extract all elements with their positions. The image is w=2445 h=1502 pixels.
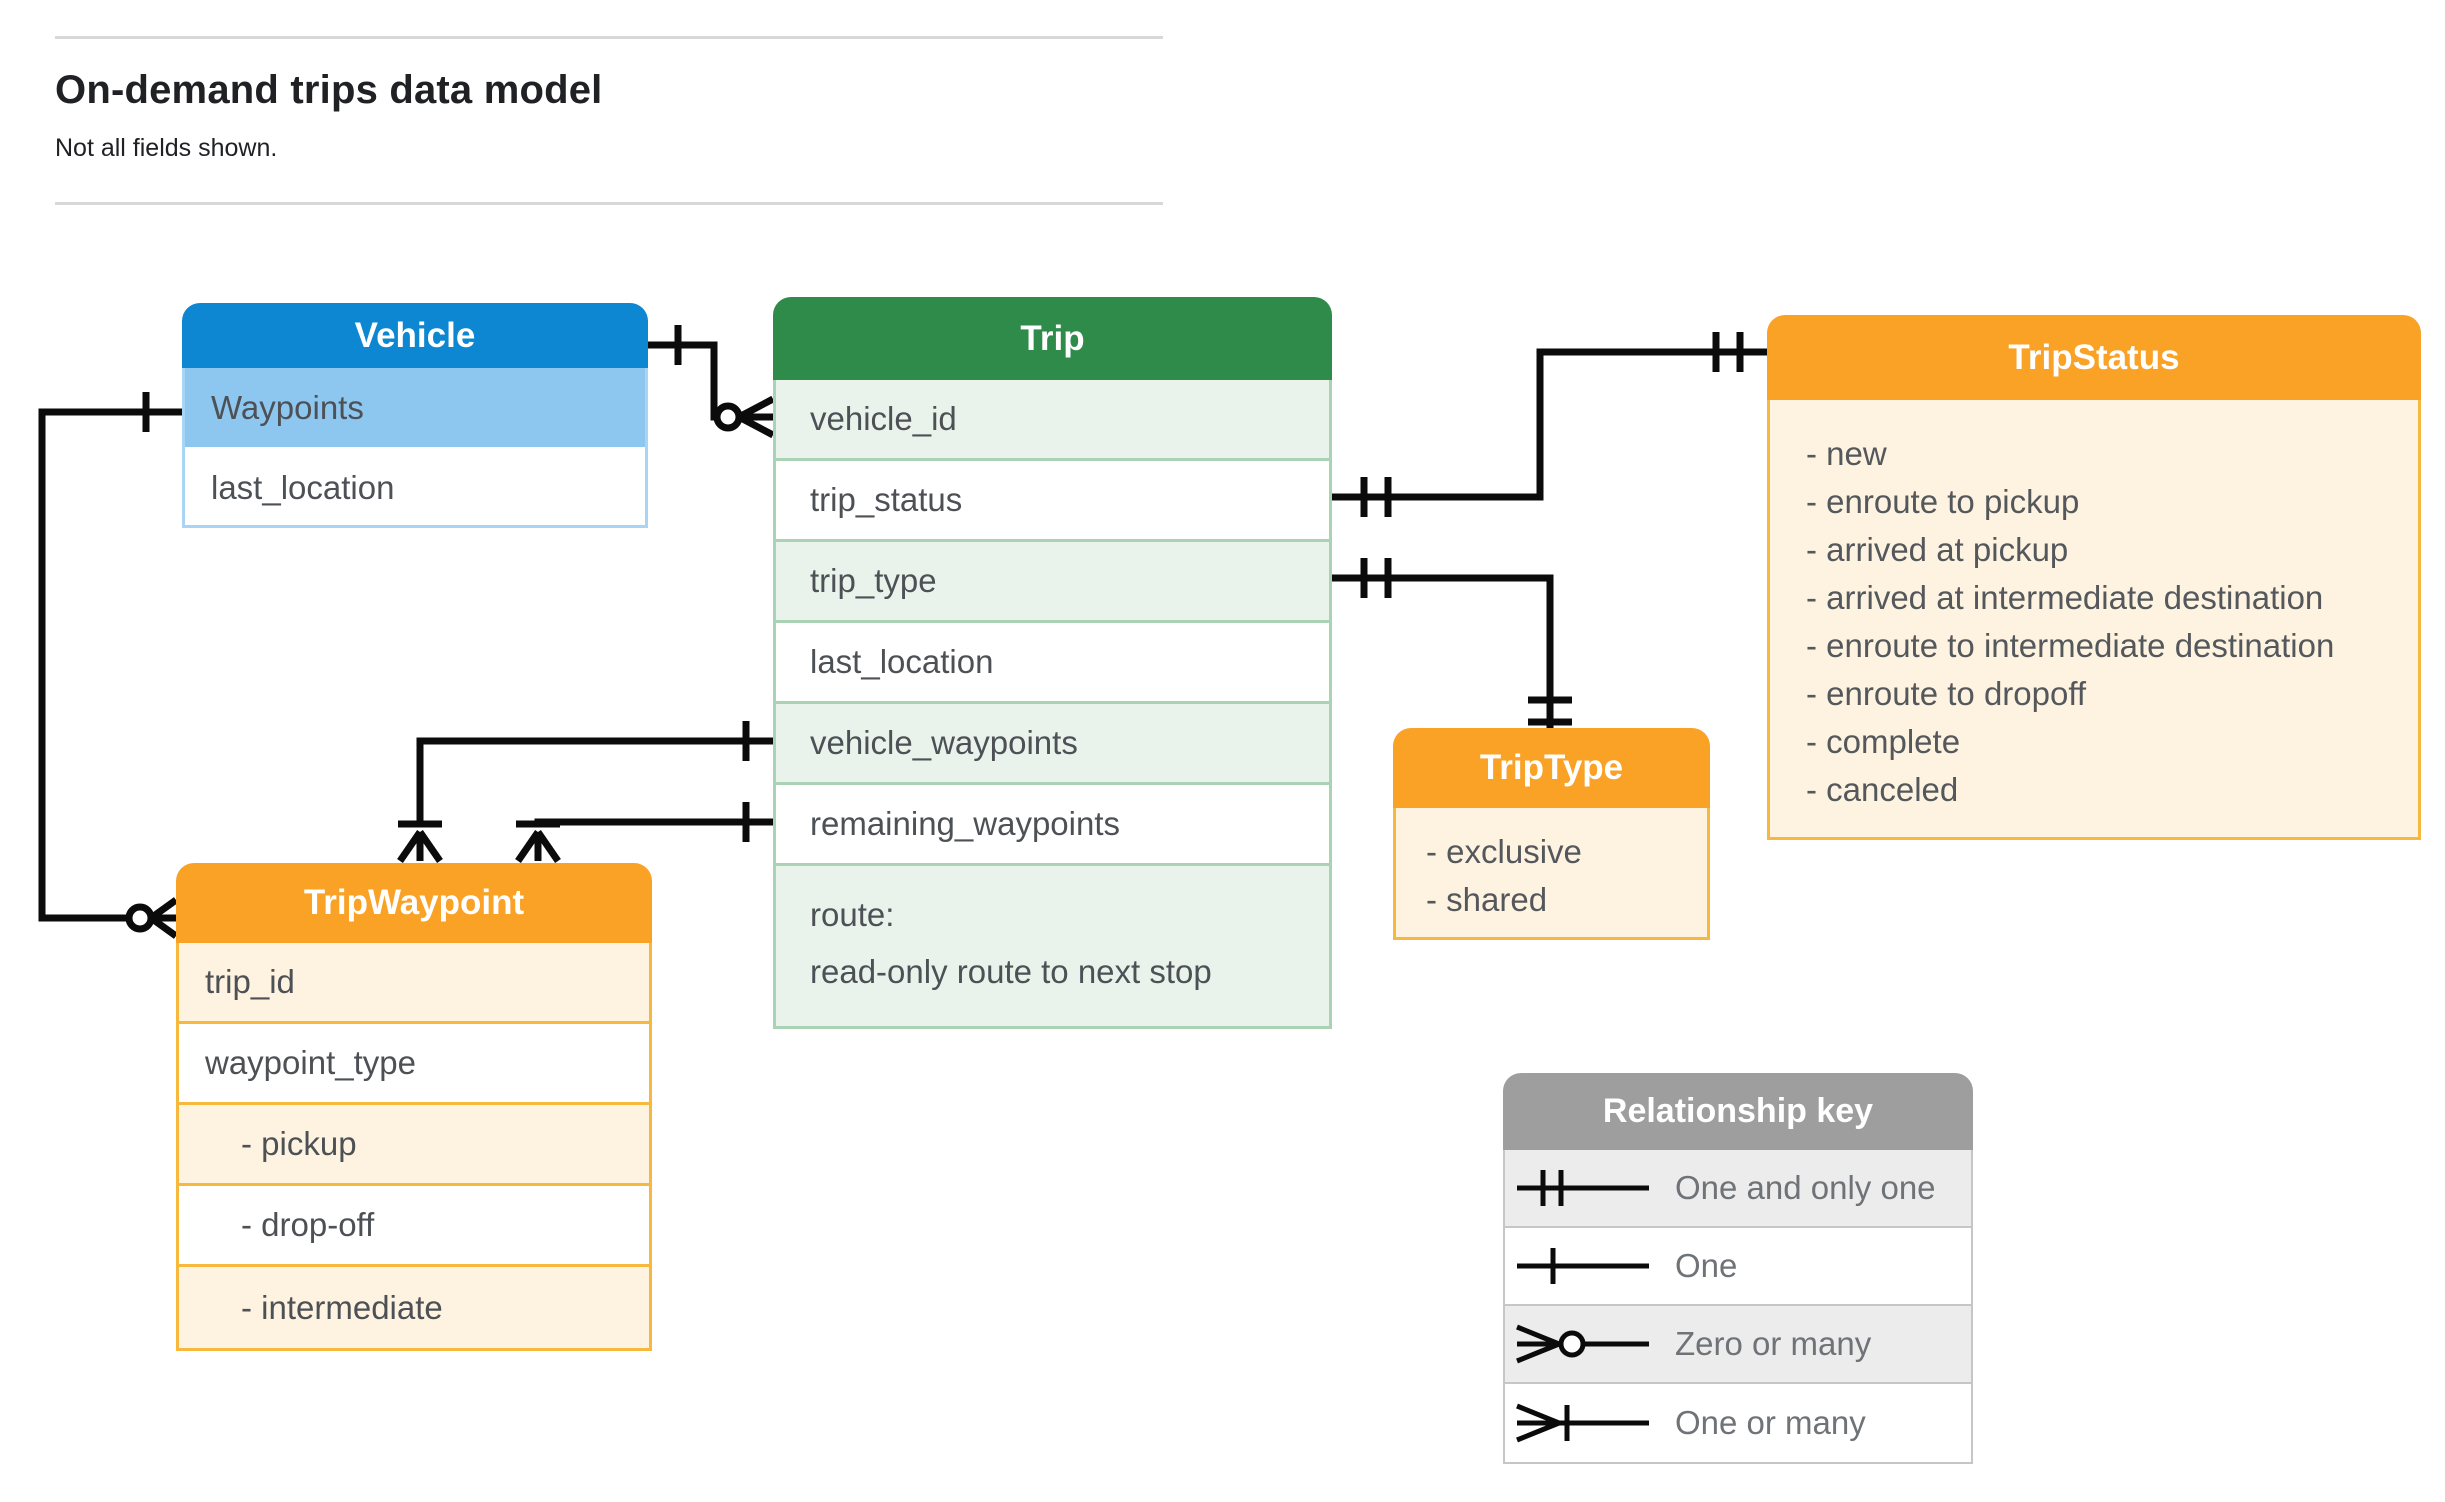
enum-item: - enroute to intermediate destination: [1806, 627, 2335, 664]
connector-trip-type-triptype: [1332, 558, 1572, 728]
field-label: route:: [810, 896, 895, 933]
enum-item: - enroute to pickup: [1806, 483, 2080, 520]
relationship-key-header: Relationship key: [1503, 1073, 1973, 1150]
entity-tripwaypoint-header: TripWaypoint: [176, 863, 652, 943]
legend-label: One or many: [1675, 1404, 1866, 1441]
field-row-intermediate: - intermediate: [179, 1267, 649, 1348]
entity-tripwaypoint-body: trip_id waypoint_type - pickup - drop-of…: [176, 943, 652, 1351]
connector-remaining-waypoints-tripwaypoint: [515, 802, 773, 863]
zero-or-many-icon: [713, 402, 743, 432]
field-description: read-only route to next stop: [810, 953, 1212, 990]
enum-item: - exclusive: [1426, 833, 1582, 870]
field-row-waypoints: Waypoints: [185, 368, 645, 450]
entity-vehicle-body: Waypoints last_location: [182, 368, 648, 528]
field-label: trip_id: [205, 963, 295, 1000]
legend-label: One: [1675, 1247, 1738, 1284]
field-label: Waypoints: [211, 388, 364, 426]
enum-item: - arrived at intermediate destination: [1806, 579, 2324, 616]
entity-trip-body: vehicle_id trip_status trip_type last_lo…: [773, 380, 1332, 1029]
one-or-many-icon: [1516, 1403, 1649, 1443]
enum-item: - new: [1806, 435, 1887, 472]
entity-triptype-body: - exclusive - shared: [1393, 808, 1710, 940]
field-label: - pickup: [241, 1125, 357, 1162]
legend-row-one-or-many: One or many: [1505, 1384, 1971, 1462]
connector-vehicle-waypoints-field-tripwaypoint: [397, 721, 773, 863]
entity-vehicle: Vehicle Waypoints last_location: [182, 303, 648, 528]
legend-row-one: One: [1505, 1228, 1971, 1306]
top-divider: [55, 36, 1163, 39]
entity-trip: Trip vehicle_id trip_status trip_type la…: [773, 297, 1332, 1029]
legend-label: One and only one: [1675, 1169, 1936, 1206]
field-label: remaining_waypoints: [810, 805, 1121, 842]
connector-trip-status-tripstatus: [1332, 332, 1767, 517]
enum-item: - enroute to dropoff: [1806, 675, 2087, 712]
field-row-pickup: - pickup: [179, 1105, 649, 1186]
enum-item: - canceled: [1806, 771, 1959, 808]
entity-triptype: TripType - exclusive - shared: [1393, 728, 1710, 940]
legend-row-zero-or-many: Zero or many: [1505, 1306, 1971, 1384]
field-label: - drop-off: [241, 1206, 375, 1243]
field-row-last-location: last_location: [776, 623, 1329, 704]
field-label: waypoint_type: [205, 1044, 416, 1081]
one-icon: [1517, 1248, 1649, 1284]
field-row-vehicle-id: vehicle_id: [776, 380, 1329, 461]
enum-item: - arrived at pickup: [1806, 531, 2069, 568]
connector-vehicle-waypoints-tripwaypoint: [38, 392, 182, 939]
field-row-trip-status: trip_status: [776, 461, 1329, 542]
enum-item: - shared: [1426, 881, 1548, 918]
zero-or-many-icon: [125, 903, 155, 933]
field-row-remaining-waypoints: remaining_waypoints: [776, 785, 1329, 866]
field-label: trip_status: [810, 481, 963, 518]
field-row-trip-type: trip_type: [776, 542, 1329, 623]
field-row-last-location: last_location: [185, 450, 645, 525]
entity-triptype-header: TripType: [1393, 728, 1710, 808]
field-row-vehicle-waypoints: vehicle_waypoints: [776, 704, 1329, 785]
zero-or-many-icon: [1516, 1324, 1649, 1364]
entity-tripstatus-header: TripStatus: [1767, 315, 2421, 400]
field-row-route: route: read-only route to next stop: [776, 866, 1329, 1026]
enum-item: - complete: [1806, 723, 1961, 760]
legend-label: Zero or many: [1675, 1325, 1872, 1362]
field-row-waypoint-type: waypoint_type: [179, 1024, 649, 1105]
field-label: last_location: [211, 468, 395, 506]
entity-trip-header: Trip: [773, 297, 1332, 380]
field-label: - intermediate: [241, 1288, 443, 1326]
one-and-only-one-icon: [1517, 1170, 1649, 1206]
connector-vehicle-trip: [648, 325, 775, 439]
entity-tripwaypoint: TripWaypoint trip_id waypoint_type - pic…: [176, 863, 652, 1351]
relationship-key: Relationship key One and only one One Ze…: [1503, 1073, 1973, 1464]
field-label: vehicle_waypoints: [810, 724, 1078, 761]
entity-vehicle-header: Vehicle: [182, 303, 648, 368]
legend-row-one-and-only-one: One and only one: [1505, 1150, 1971, 1228]
page-title: On-demand trips data model: [55, 68, 603, 112]
field-label: trip_type: [810, 562, 937, 599]
relationship-key-body: One and only one One Zero or many One or…: [1503, 1150, 1973, 1464]
entity-tripstatus-body: - new - enroute to pickup - arrived at p…: [1767, 400, 2421, 840]
field-row-drop-off: - drop-off: [179, 1186, 649, 1267]
title-divider: [55, 202, 1163, 205]
field-label: vehicle_id: [810, 400, 957, 437]
page-subtitle: Not all fields shown.: [55, 134, 278, 162]
entity-tripstatus: TripStatus - new - enroute to pickup - a…: [1767, 315, 2421, 840]
field-row-trip-id: trip_id: [179, 943, 649, 1024]
field-label: last_location: [810, 643, 994, 680]
